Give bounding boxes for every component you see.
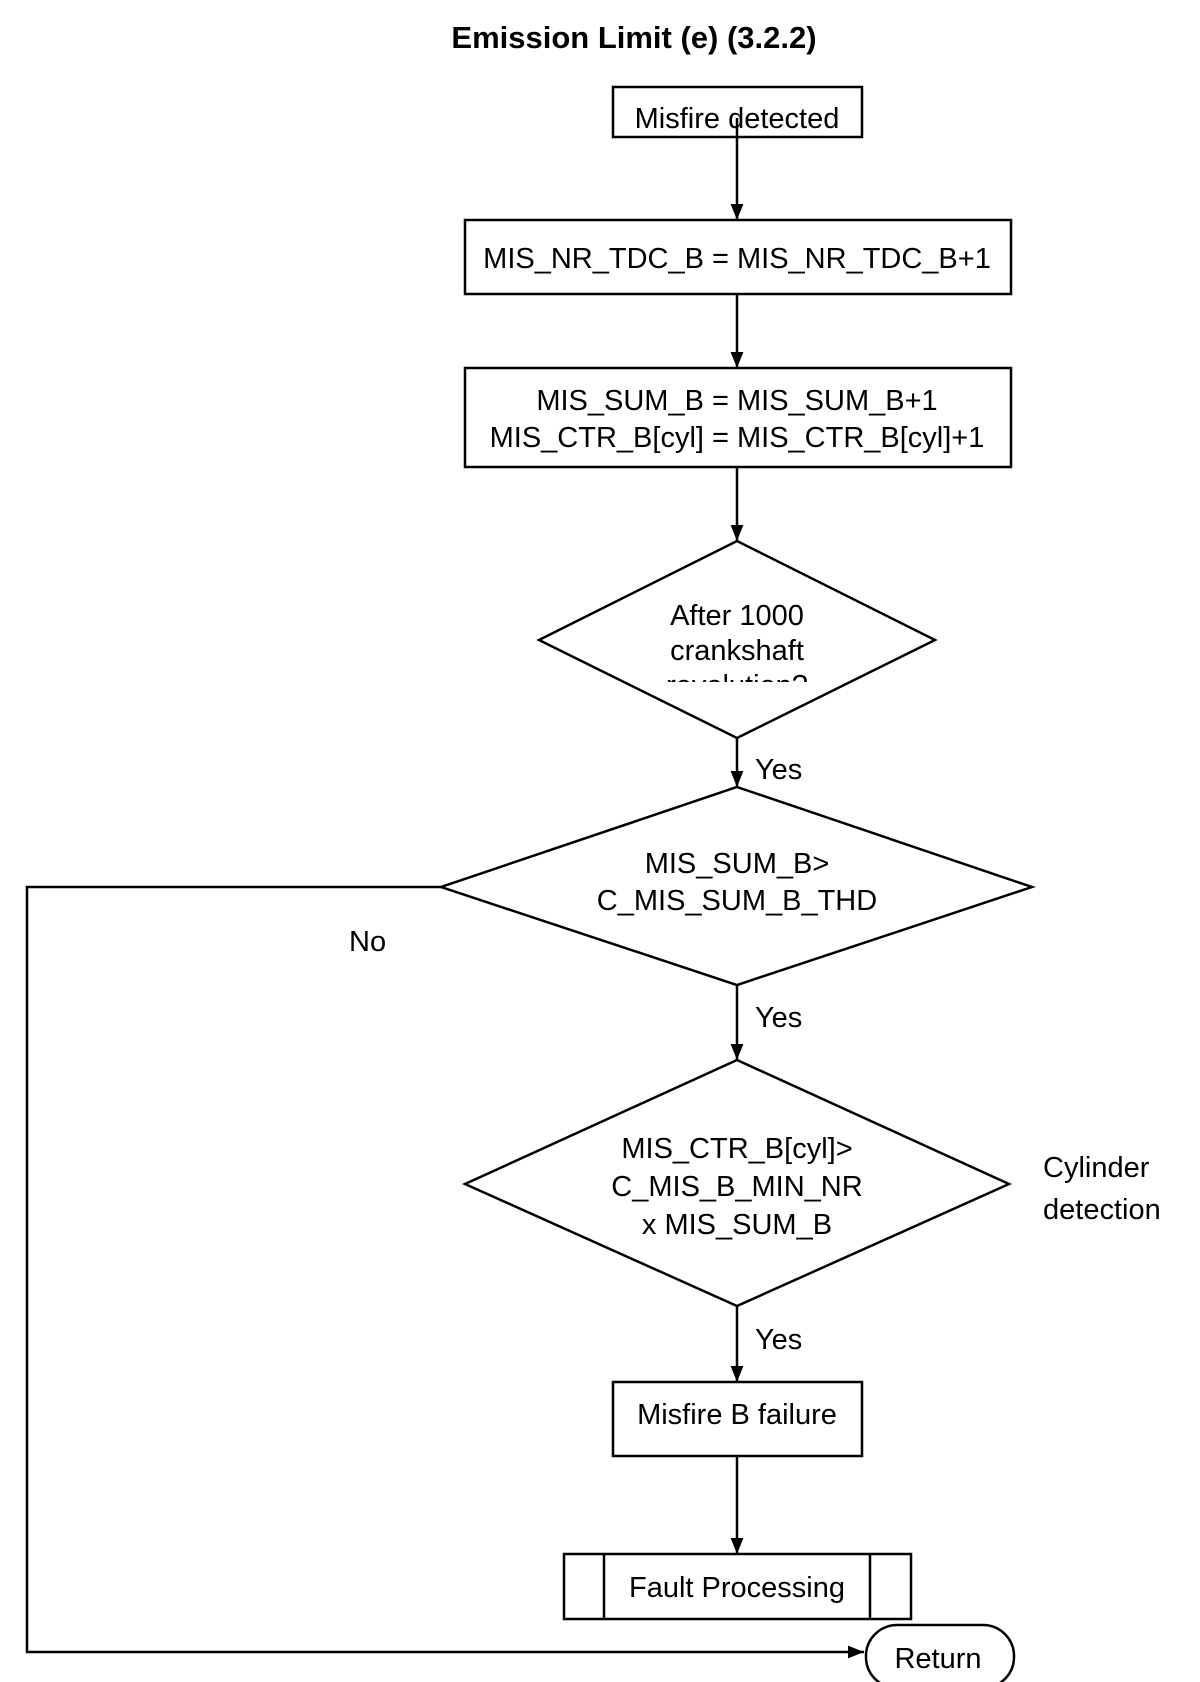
node-fault-processing: Fault Processing [562,1552,913,1621]
decision-cylinder-check-line-2: C_MIS_B_MIN_NR [611,1171,862,1203]
node-fault-processing-label: Fault Processing [629,1572,845,1604]
edge-label-yes-1: Yes [755,754,802,786]
node-sum-increment-line-1: MIS_SUM_B = MIS_SUM_B+1 [536,385,937,417]
decision-sum-threshold-line-2: C_MIS_SUM_B_THD [597,885,877,917]
decision-sum-threshold: MIS_SUM_B> C_MIS_SUM_B_THD [437,785,1036,987]
node-misfire-failure: Misfire B failure [611,1380,864,1458]
node-return-label: Return [894,1643,981,1675]
node-return: Return [864,1623,1016,1682]
decision-after-1000-line-1: After 1000 [670,600,804,632]
decision-cylinder-check: MIS_CTR_B[cyl]> C_MIS_B_MIN_NR x MIS_SUM… [461,1058,1013,1308]
decision-cylinder-check-line-1: MIS_CTR_B[cyl]> [621,1133,852,1165]
node-tdc-increment: MIS_NR_TDC_B = MIS_NR_TDC_B+1 [463,218,1013,296]
edge-label-yes-2: Yes [755,1002,802,1034]
edge-label-no: No [349,926,386,958]
annotation-cylinder-detection-line-2: detection [1043,1194,1161,1226]
decision-after-1000-line-3: revolution? [666,670,808,702]
decision-after-1000-revolutions: After 1000 crankshaft revolution? [536,539,938,740]
edge-no-to-return [25,885,864,1659]
diagram-title: Emission Limit (e) (3.2.2) [451,20,816,55]
node-tdc-increment-label: MIS_NR_TDC_B = MIS_NR_TDC_B+1 [483,243,991,275]
node-sum-increment-line-2: MIS_CTR_B[cyl] = MIS_CTR_B[cyl]+1 [490,422,985,454]
edge-label-yes-3: Yes [755,1324,802,1356]
decision-sum-threshold-line-1: MIS_SUM_B> [645,848,830,880]
node-misfire-failure-label: Misfire B failure [637,1399,837,1431]
decision-after-1000-line-2: crankshaft [670,635,804,667]
node-sum-increment: MIS_SUM_B = MIS_SUM_B+1 MIS_CTR_B[cyl] =… [463,366,1013,469]
annotation-cylinder-detection-line-1: Cylinder [1043,1152,1150,1184]
decision-cylinder-check-line-3: x MIS_SUM_B [642,1209,832,1241]
